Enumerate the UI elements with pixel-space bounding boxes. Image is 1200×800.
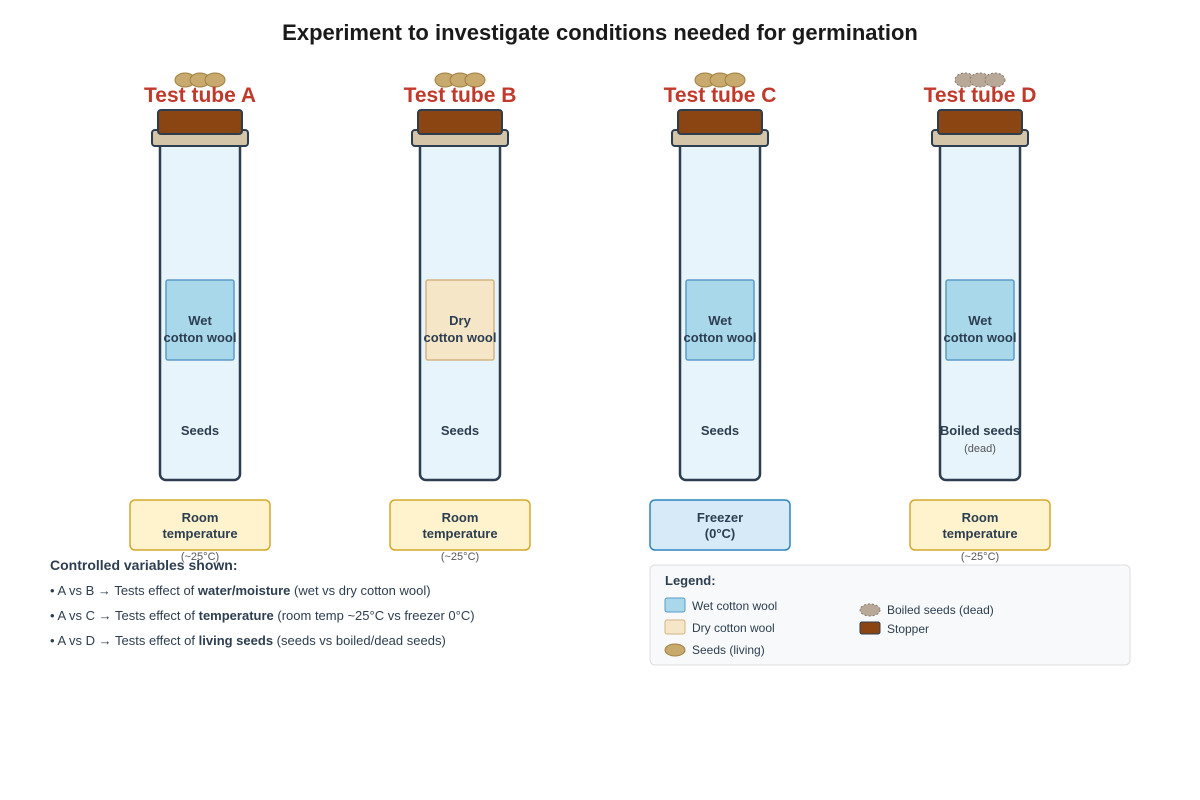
diagram-title: Experiment to investigate conditions nee… — [282, 20, 918, 45]
stopper-swatch — [859, 621, 881, 635]
seed-swatch-icon — [664, 643, 686, 657]
tube-label: Test tube B — [404, 84, 517, 107]
seeds-label: Boiled seeds — [940, 423, 1020, 438]
item-variable: living seeds — [199, 633, 273, 648]
tube-a: Test tube A Wet cotton wool Seeds Room t… — [129, 72, 271, 563]
arrow-icon: → — [99, 633, 112, 648]
item-pre: Tests effect of — [115, 608, 195, 623]
tube-label: Test tube C — [664, 84, 777, 107]
legend-dry-label: Dry cotton wool — [692, 621, 775, 635]
wool-label-line1: Wet — [188, 313, 212, 328]
condition-note: (~25°C) — [441, 551, 479, 563]
tube-c: Test tube C Wet cotton wool Seeds Freeze… — [649, 72, 791, 551]
condition-note: (~25°C) — [961, 551, 999, 563]
tube-d: Test tube D Wet cotton wool Boiled seeds… — [909, 72, 1051, 563]
seeds-label: Seeds — [701, 423, 739, 438]
wool-label-line2: cotton wool — [164, 330, 237, 345]
condition-note: (~25°C) — [181, 551, 219, 563]
condition-line2: temperature — [422, 526, 497, 541]
legend-box — [649, 564, 1131, 666]
legend-seeds-label: Seeds (living) — [692, 643, 765, 657]
item-post: (seeds vs boiled/dead seeds) — [277, 633, 446, 648]
seed-icon — [204, 72, 226, 88]
cotton-wool — [165, 279, 235, 361]
stopper — [417, 109, 503, 135]
wool-label-line1: Wet — [708, 313, 732, 328]
legend-wet-label: Wet cotton wool — [692, 599, 777, 613]
pair: • A vs B — [50, 583, 94, 598]
cotton-wool — [425, 279, 495, 361]
legend-boiled-label: Boiled seeds (dead) — [887, 603, 994, 617]
item-pre: Tests effect of — [115, 633, 195, 648]
stopper — [677, 109, 763, 135]
dry-wool-swatch — [664, 619, 686, 635]
condition-line2: temperature — [942, 526, 1017, 541]
controlled-item-living: • A vs D → Tests effect of living seeds … — [50, 633, 446, 648]
controlled-item-water: • A vs B → Tests effect of water/moistur… — [50, 583, 431, 598]
condition-line1: Room — [442, 510, 479, 525]
condition-line2: (0°C) — [705, 526, 735, 541]
condition-line1: Room — [962, 510, 999, 525]
wool-label-line1: Dry — [449, 313, 471, 328]
item-variable: temperature — [199, 608, 274, 623]
cotton-wool — [945, 279, 1015, 361]
seeds-note: (dead) — [964, 443, 996, 455]
arrow-icon: → — [99, 608, 112, 623]
stopper — [157, 109, 243, 135]
tube-label: Test tube D — [924, 84, 1037, 107]
pair: • A vs C — [50, 608, 95, 623]
wool-label-line1: Wet — [968, 313, 992, 328]
cotton-wool — [685, 279, 755, 361]
item-pre: Tests effect of — [114, 583, 194, 598]
legend-stopper-label: Stopper — [887, 622, 929, 636]
stopper — [937, 109, 1023, 135]
tube-b: Test tube B Dry cotton wool Seeds Room t… — [389, 72, 531, 563]
seeds-label: Seeds — [181, 423, 219, 438]
seeds-label: Seeds — [441, 423, 479, 438]
boiled-seed-icon — [984, 72, 1006, 88]
condition-line1: Freezer — [697, 510, 743, 525]
boiled-seed-swatch-icon — [859, 603, 881, 617]
wool-label-line2: cotton wool — [684, 330, 757, 345]
controlled-title: Controlled variables shown: — [50, 557, 237, 573]
item-post: (wet vs dry cotton wool) — [294, 583, 431, 598]
controlled-item-temperature: • A vs C → Tests effect of temperature (… — [50, 608, 475, 623]
condition-box — [649, 499, 791, 551]
arrow-icon: → — [98, 583, 111, 598]
legend-title: Legend: — [665, 573, 716, 588]
controlled-variables: Controlled variables shown: • A vs B → T… — [50, 557, 475, 648]
item-variable: water/moisture — [197, 583, 290, 598]
condition-box — [909, 499, 1051, 551]
condition-box — [389, 499, 531, 551]
condition-line1: Room — [182, 510, 219, 525]
condition-box — [129, 499, 271, 551]
condition-line2: temperature — [162, 526, 237, 541]
wool-label-line2: cotton wool — [424, 330, 497, 345]
seed-icon — [724, 72, 746, 88]
item-post: (room temp ~25°C vs freezer 0°C) — [277, 608, 474, 623]
tube-label: Test tube A — [144, 84, 256, 107]
pair: • A vs D — [50, 633, 95, 648]
wool-label-line2: cotton wool — [944, 330, 1017, 345]
seed-icon — [464, 72, 486, 88]
wet-wool-swatch — [664, 597, 686, 613]
legend: Legend: Wet cotton wool Dry cotton wool … — [649, 564, 1131, 666]
